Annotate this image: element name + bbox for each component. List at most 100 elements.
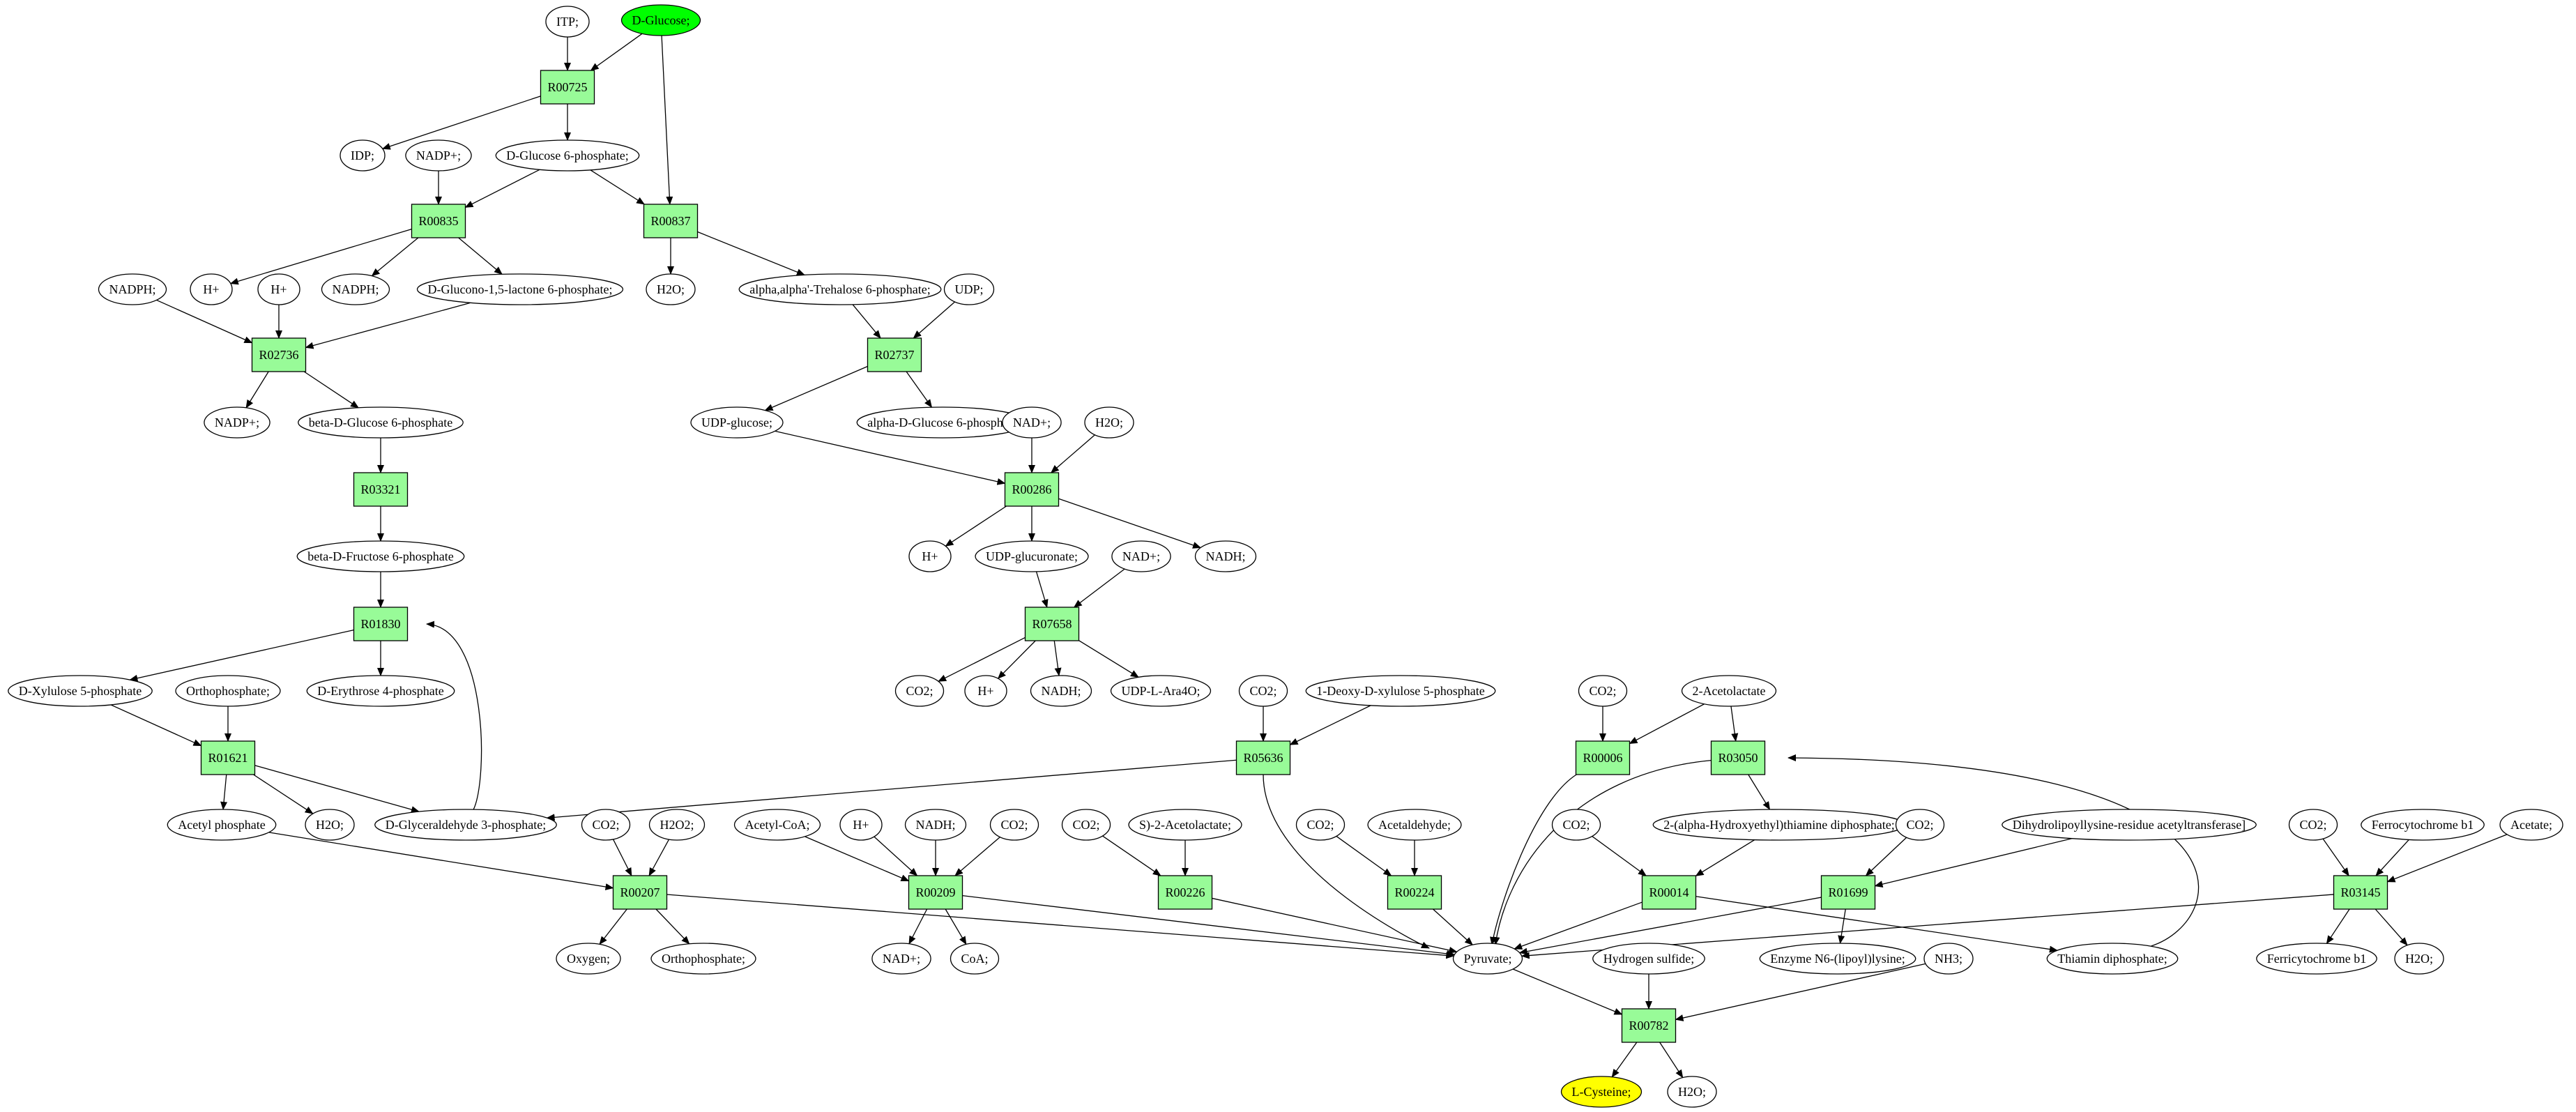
compound-node-co2i: CO2;: [1895, 809, 1945, 841]
node-shape: [1002, 406, 1062, 439]
compound-node-bg6p: beta-D-Glucose 6-phosphate: [298, 406, 464, 439]
edge-r07658-to-h4: [997, 640, 1036, 679]
edge-deoxyxylulose-to-r05636: [1289, 705, 1371, 745]
compound-node-g6p: D-Glucose 6-phosphate;: [495, 139, 640, 172]
reaction-node-r00224: R00224: [1387, 875, 1442, 910]
reaction-node-r00014: R00014: [1641, 875, 1697, 910]
node-label: H2O;: [2405, 952, 2433, 966]
edge-r00226-to-pyruvate: [1212, 897, 1458, 954]
node-shape: [1759, 943, 1916, 975]
node-label: ITP;: [556, 15, 579, 29]
node-shape: [1157, 875, 1213, 910]
node-shape: [690, 406, 784, 439]
edge-udpglucuronate-to-r07658: [1035, 571, 1049, 608]
node-shape: [556, 943, 621, 975]
node-label: D-Glucono-1,5-lactone 6-phosphate;: [428, 282, 613, 296]
node-shape: [340, 139, 386, 172]
edge-r00006-to-pyruvate: [1490, 774, 1577, 945]
compound-node-deoxyxylulose: 1-Deoxy-D-xylulose 5-phosphate: [1305, 675, 1496, 707]
edge-dihydrolipo-to-r01699: [1874, 838, 2073, 888]
compound-node-thiamindp: Thiamin diphosphate;: [2046, 943, 2179, 975]
edge-r01699-to-enzymeN6: [1838, 908, 1846, 944]
node-label: NADP+;: [215, 416, 259, 429]
node-label: 2-(alpha-Hydroxyethyl)thiamine diphospha…: [1663, 818, 1894, 832]
node-shape: [1387, 875, 1442, 910]
edge-r00725-to-idp: [381, 96, 541, 150]
compound-node-bf6p: beta-D-Fructose 6-phosphate: [296, 540, 465, 572]
compound-node-h2o2compound: H2O2;: [648, 809, 706, 841]
node-label: Orthophosphate;: [186, 684, 270, 698]
compound-node-co2c: CO2;: [1578, 675, 1628, 707]
edge-r01830-to-x5p: [129, 629, 354, 682]
node-shape: [175, 675, 281, 707]
edge-nadph1-to-r02736: [156, 299, 253, 344]
node-shape: [943, 273, 995, 305]
node-label: 1-Deoxy-D-xylulose 5-phosphate: [1316, 684, 1484, 698]
reaction-node-r01699: R01699: [1820, 875, 1876, 910]
compound-node-gap: D-Glyceraldehyde 3-phosphate;: [374, 809, 557, 841]
node-label: CO2;: [1589, 684, 1616, 698]
node-label: R00207: [620, 885, 660, 899]
compound-node-orthophos2: Orthophosphate;: [650, 943, 756, 975]
edge-r03145-to-h2o4: [2375, 908, 2408, 946]
edge-acetolactate-to-r00006: [1629, 703, 1705, 745]
edge-r02736-to-bg6p: [303, 371, 359, 409]
node-shape: [251, 337, 307, 372]
node-label: H+: [853, 818, 869, 832]
node-label: CO2;: [1000, 818, 1028, 832]
node-label: NADPH;: [332, 282, 379, 296]
compound-node-idp: IDP;: [340, 139, 386, 172]
edge-h2o2compound-to-r00207: [648, 839, 670, 876]
edge-r00835-to-nadph2: [371, 237, 419, 277]
node-label: R03145: [2340, 885, 2380, 899]
node-shape: [353, 472, 409, 507]
node-label: Oxygen;: [567, 952, 610, 966]
node-shape: [839, 809, 883, 841]
node-label: D-Xylulose 5-phosphate: [19, 684, 142, 698]
compound-node-udpglucuronate: UDP-glucuronate;: [975, 540, 1089, 572]
node-label: Ferrocytochrome b1: [2372, 818, 2474, 832]
node-shape: [1235, 740, 1291, 775]
node-label: CO2;: [1562, 818, 1590, 832]
node-shape: [545, 6, 590, 38]
edge-co2j-to-r03145: [2322, 838, 2349, 876]
edge-gluconolactone-to-r02736: [305, 302, 471, 349]
compound-node-udp: UDP;: [943, 273, 995, 305]
node-shape: [1575, 740, 1631, 775]
node-label: D-Erythrose 4-phosphate: [317, 684, 443, 698]
node-shape: [2288, 809, 2338, 841]
node-shape: [8, 675, 153, 707]
node-label: R07658: [1032, 617, 1072, 631]
compound-node-h3: H+: [908, 540, 952, 572]
edge-gap-to-r01830: [426, 620, 482, 810]
compound-node-ferricyt: Ferricytochrome b1: [2256, 943, 2377, 975]
compound-node-pyruvate: Pyruvate;: [1452, 943, 1523, 975]
node-shape: [908, 540, 952, 572]
compound-node-nadph2: NADPH;: [321, 273, 390, 305]
node-shape: [1030, 675, 1092, 707]
node-label: Thiamin diphosphate;: [2057, 952, 2167, 966]
node-label: R01830: [360, 617, 400, 631]
node-shape: [620, 4, 701, 36]
edge-h2o2-to-r00286: [1050, 434, 1095, 473]
node-label: NADH;: [916, 818, 956, 832]
node-label: NADH;: [1206, 549, 1246, 563]
node-label: CO2;: [906, 684, 933, 698]
node-shape: [1681, 675, 1777, 707]
node-label: H2O;: [1095, 416, 1123, 429]
node-shape: [738, 273, 942, 305]
reaction-node-r00837: R00837: [643, 204, 699, 238]
compound-node-nadh3: NADH;: [904, 809, 967, 841]
reaction-node-r00286: R00286: [1004, 472, 1060, 507]
node-shape: [2333, 875, 2388, 910]
edge-r00209-to-coa: [945, 908, 967, 945]
compound-node-co2e: CO2;: [989, 809, 1039, 841]
node-label: L-Cysteine;: [1572, 1085, 1631, 1099]
edge-r00207-to-orthophos2: [655, 908, 690, 945]
compound-node-nadh2: NADH;: [1030, 675, 1092, 707]
edge-g6p-to-r00835: [464, 169, 540, 208]
compound-node-enzymeN6: Enzyme N6-(lipoyl)lysine;: [1759, 943, 1916, 975]
edge-r00837-to-trehalose6p: [697, 231, 805, 276]
compound-node-lcysteine: L-Cysteine;: [1560, 1076, 1643, 1108]
compound-node-nad3: NAD+;: [871, 943, 931, 975]
